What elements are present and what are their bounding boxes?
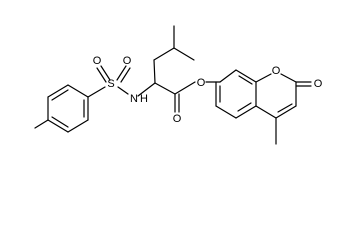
ring-oxygen-label: O	[272, 65, 281, 77]
sulfonyl-oxygen-left-label: O	[93, 55, 102, 67]
carbonyl-oxygen-label: O	[173, 113, 182, 125]
sulfonyl-oxygen-right-label: O	[123, 55, 132, 67]
chemical-structure-canvas: S O O N H O O O O	[34, 25, 323, 145]
amino-acid-backbone	[137, 25, 196, 113]
nitrogen-label: N	[130, 93, 138, 105]
tolyl-ring	[34, 84, 89, 133]
sulfonyl-group	[87, 65, 131, 98]
chemical-structure-diagram: S O O N H O O O O	[34, 25, 323, 145]
coumarin-ring-system	[205, 69, 312, 145]
sulfur-label: S	[107, 78, 114, 90]
hydrogen-label: H	[140, 93, 148, 105]
lactone-oxygen-label: O	[314, 78, 323, 90]
ester-oxygen-label: O	[197, 77, 206, 89]
